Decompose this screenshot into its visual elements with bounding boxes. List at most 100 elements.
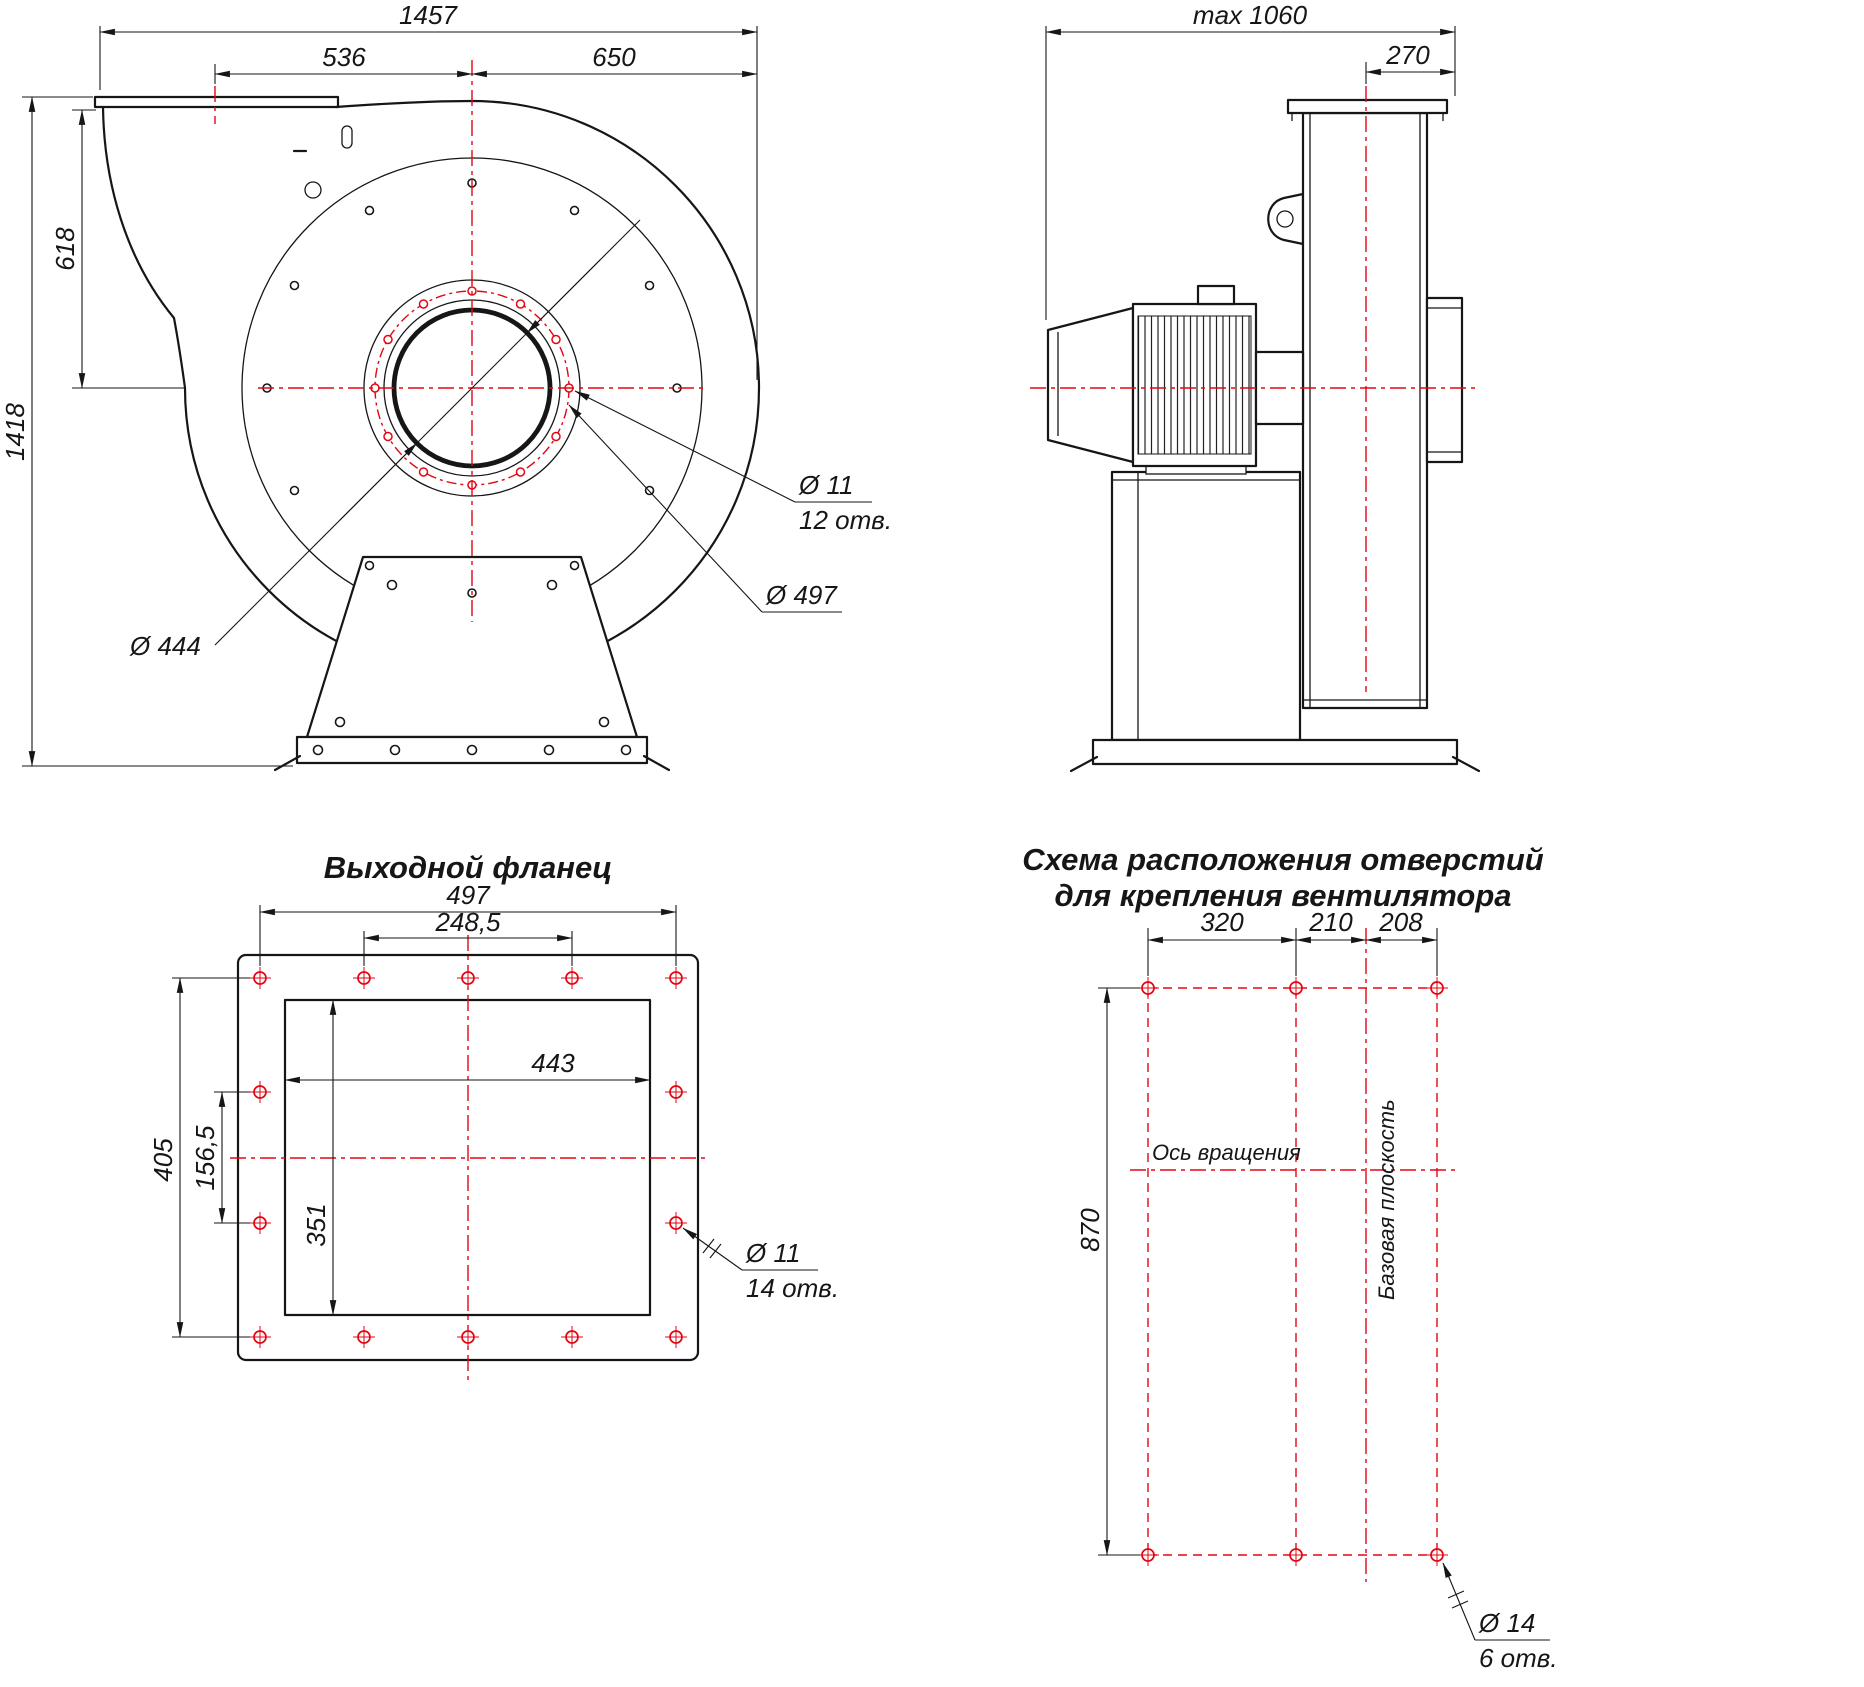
- side-view: max 1060 270: [1030, 0, 1481, 773]
- hole-diameter-label: Ø 11: [745, 1238, 800, 1268]
- vibration-foot: [1069, 755, 1099, 773]
- vibration-foot: [642, 754, 671, 772]
- mounting-scheme-view: Схема расположения отверстий для креплен…: [1022, 842, 1557, 1673]
- inlet-bolt-holes: [370, 286, 574, 490]
- support-pedestal: [273, 555, 671, 772]
- motor-fins: [1137, 315, 1252, 455]
- dim-label: 618: [50, 227, 80, 271]
- center-lines: [230, 935, 706, 1385]
- front-view: 1457 536 650 618 1418 Ø 444: [0, 0, 892, 772]
- rotation-axis-label: Ось вращения: [1152, 1140, 1301, 1165]
- dim-label: 536: [322, 42, 366, 72]
- hole: [289, 485, 300, 496]
- hole: [364, 205, 375, 216]
- slot-hole: [341, 125, 353, 149]
- dim-label: 208: [1378, 907, 1423, 937]
- dim-label: 870: [1075, 1208, 1105, 1252]
- dim-label: 405: [148, 1138, 178, 1182]
- dim-label: 1418: [0, 403, 30, 461]
- dim-label: 210: [1308, 907, 1353, 937]
- hole-count-label: 6 отв.: [1479, 1643, 1558, 1673]
- callout-flange-holes: Ø 11 14 отв.: [682, 1227, 839, 1303]
- hole: [515, 299, 526, 309]
- vibration-foot: [1451, 755, 1481, 773]
- dim-label: 650: [592, 42, 636, 72]
- hole: [383, 334, 393, 345]
- center-lines: [214, 60, 706, 622]
- scroll-casing-side: [1286, 98, 1464, 710]
- dim-label: 248,5: [434, 907, 501, 937]
- hole: [543, 744, 555, 756]
- dim-label: 443: [531, 1048, 575, 1078]
- flange-holes: [249, 967, 687, 1348]
- hole: [515, 467, 526, 477]
- hole: [418, 467, 429, 477]
- dim-span-c: 208: [1365, 907, 1438, 976]
- dim-flange-half-width: 248,5: [363, 907, 573, 966]
- hole: [386, 579, 398, 591]
- hole: [364, 560, 375, 571]
- electric-motor: [1046, 284, 1305, 475]
- hole-diameter-label: Ø 11: [798, 470, 853, 500]
- hole: [383, 431, 393, 442]
- dim-label: 1457: [399, 0, 458, 30]
- dim-height-870: 870: [1075, 987, 1140, 1556]
- vibration-foot: [273, 754, 302, 772]
- dim-axis-to-edge: 650: [471, 42, 758, 78]
- motor-end-bell: [1046, 306, 1135, 464]
- dim-bolt-circle: Ø 497: [568, 404, 842, 613]
- dim-overall-height: 1418: [0, 96, 293, 767]
- hole: [569, 205, 580, 216]
- hole: [551, 334, 561, 345]
- pedestal-holes: [312, 579, 632, 756]
- hole: [551, 431, 561, 442]
- hole: [312, 744, 324, 756]
- hole: [418, 299, 429, 309]
- base-plane-label: Базовая плоскость: [1374, 1099, 1399, 1300]
- dim-label: 156,5: [190, 1125, 220, 1191]
- dim-label: Ø 497: [765, 580, 838, 610]
- terminal-box: [1196, 284, 1236, 306]
- dim-inlet-diameter: Ø 444: [129, 219, 641, 661]
- dim-overall-width: 1457: [99, 0, 758, 380]
- hole-grid: [1147, 987, 1438, 1556]
- dim-outlet-height: 618: [50, 109, 184, 389]
- lifting-lug: [1267, 192, 1305, 246]
- dim-flange-half-height: 156,5: [190, 1091, 250, 1224]
- outlet-flange-plate: [93, 95, 340, 109]
- mounting-holes: [1137, 977, 1448, 1566]
- inlet-flange-side: [1425, 296, 1464, 464]
- dim-span-b: 210: [1295, 907, 1367, 944]
- hole: [598, 716, 610, 728]
- reference-lines: [1130, 928, 1458, 1582]
- dim-opening-width: 443: [284, 1048, 651, 1084]
- dim-opening-height: 351: [301, 999, 337, 1316]
- center-lines: [1030, 86, 1480, 692]
- outlet-flange-side: [1286, 98, 1449, 115]
- support-stand: [1110, 470, 1302, 742]
- scheme-title-line1: Схема расположения отверстий: [1022, 842, 1544, 877]
- hole-diameter-label: Ø 14: [1478, 1608, 1535, 1638]
- callout-mounting-holes: Ø 14 6 отв.: [1442, 1562, 1558, 1673]
- hole-count-label: 14 отв.: [746, 1273, 839, 1303]
- dim-label: 270: [1385, 40, 1430, 70]
- dim-label: Ø 444: [129, 631, 201, 661]
- hole: [289, 280, 300, 291]
- hole-count-label: 12 отв.: [799, 505, 892, 535]
- dim-flange-width: 497: [259, 880, 677, 966]
- hole: [644, 280, 655, 291]
- dim-max-depth: max 1060: [1045, 0, 1456, 320]
- base-plate-side: [1069, 738, 1481, 773]
- outlet-flange-view: Выходной фланец 497 248,5 443 40: [148, 850, 839, 1385]
- scheme-title-line2: для крепления вентилятора: [1054, 878, 1511, 913]
- hole: [569, 560, 580, 571]
- flange-title: Выходной фланец: [324, 850, 613, 885]
- dim-label: 497: [446, 880, 491, 910]
- casing-bolt-holes: [262, 178, 682, 598]
- dim-outlet-to-axis: 536: [214, 42, 473, 84]
- dim-flange-depth: 270: [1365, 40, 1456, 84]
- dim-label: 351: [301, 1203, 331, 1246]
- hole: [620, 744, 632, 756]
